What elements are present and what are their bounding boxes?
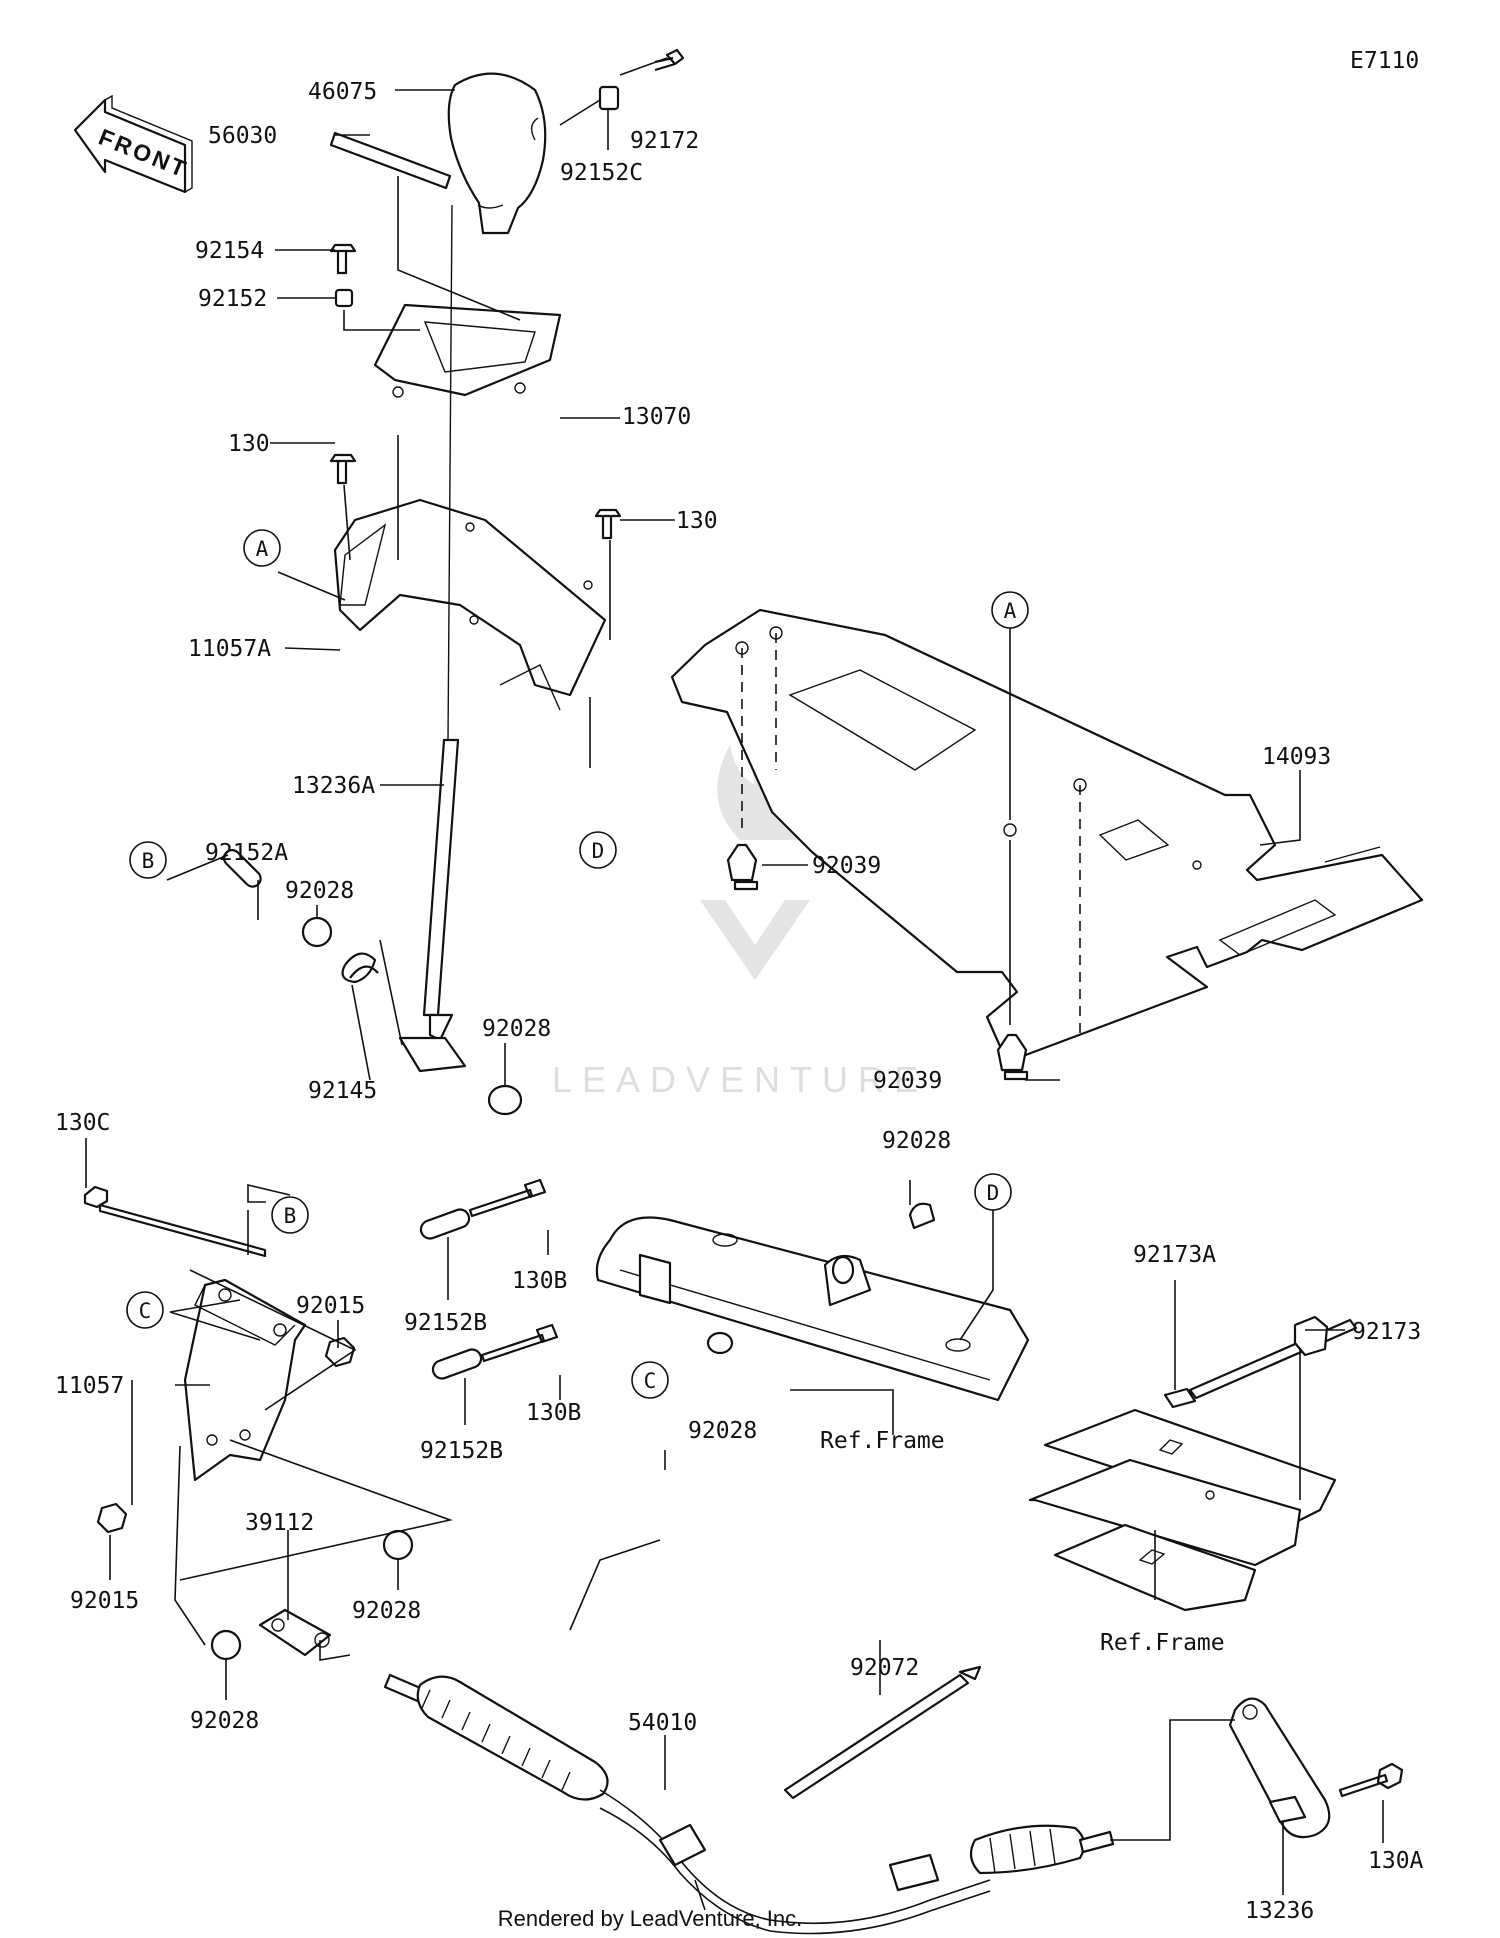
part-label: 92028	[482, 1016, 551, 1042]
part-label: 130A	[1368, 1848, 1424, 1874]
part-label: 13236A	[292, 773, 375, 799]
part-label: 56030	[208, 123, 277, 149]
part-label: 92145	[308, 1078, 377, 1104]
shift-arm-13236	[1228, 1697, 1331, 1839]
shift-cable-54010	[383, 1673, 1115, 1935]
part-label: 92039	[812, 853, 881, 879]
part-label: 130B	[512, 1268, 567, 1294]
part-label: 92173	[1352, 1319, 1421, 1345]
part-label: 92028	[285, 878, 354, 904]
front-arrow-icon: FRONT	[73, 94, 193, 194]
skid-plate-14093	[670, 608, 1424, 1064]
clip-92039-upper	[726, 843, 759, 891]
callout-letter: B	[284, 1204, 297, 1228]
part-label: 11057A	[188, 636, 271, 662]
ref-frame-label: Ref.Frame	[820, 1428, 945, 1454]
callout-letter: C	[139, 1299, 152, 1323]
collar-92152c	[598, 85, 620, 111]
bushing-92028-lower	[487, 1084, 523, 1116]
bushing-92028-frame-c	[706, 1331, 734, 1355]
part-label: 92015	[296, 1293, 365, 1319]
callout-letter: D	[987, 1181, 1000, 1205]
part-label: 92152	[198, 286, 267, 312]
part-label: 92152C	[560, 160, 643, 186]
part-labels: 46075 56030 92172 92152C 92154 92152 130…	[55, 79, 1424, 1924]
collar-92152	[334, 288, 354, 308]
watermark-text: LEADVENTURE	[552, 1059, 928, 1100]
plate-56030	[329, 131, 452, 190]
part-label: 92154	[195, 238, 264, 264]
part-label: 13236	[1245, 1898, 1314, 1924]
bolt-130b-upper	[468, 1178, 547, 1218]
callout-letter: A	[1004, 599, 1017, 623]
cable-tie-92072	[783, 1665, 982, 1800]
part-label: 46075	[308, 79, 377, 105]
callout-markers: A A B B C C D D	[126, 529, 1029, 1399]
diagram-code: E7110	[1350, 48, 1419, 74]
part-label: 92152B	[420, 1438, 503, 1464]
part-label: 130C	[55, 1110, 110, 1136]
callout-letter: A	[256, 537, 269, 561]
part-label: 130	[228, 431, 270, 457]
bolt-130b-lower	[480, 1323, 559, 1363]
part-label: 130B	[526, 1400, 581, 1426]
bushing-92028-d	[210, 1629, 242, 1661]
callout-letter: D	[592, 839, 605, 863]
footer-credit: Rendered by LeadVenture, Inc.	[498, 1906, 803, 1931]
shift-lever-13236a	[398, 738, 467, 1073]
part-label: 92152B	[404, 1310, 487, 1336]
cable-end-39112	[258, 1608, 332, 1657]
nut-92015-right	[324, 1336, 356, 1368]
collar-92152b-upper	[419, 1208, 471, 1240]
part-label: 92172	[630, 128, 699, 154]
part-label: 92028	[352, 1598, 421, 1624]
part-label: 14093	[1262, 744, 1331, 770]
shift-knob	[447, 72, 547, 235]
frame-crossmember	[595, 1202, 1030, 1402]
collar-92152b-lower	[431, 1348, 483, 1380]
bracket-11057	[183, 1278, 307, 1482]
part-label: 54010	[628, 1710, 697, 1736]
ref-frame-label: Ref.Frame	[1100, 1630, 1225, 1656]
callout-letter: B	[142, 849, 155, 873]
clip-92173	[1293, 1315, 1329, 1357]
bushing-92028-upper	[301, 916, 333, 948]
frame-rear	[1028, 1408, 1337, 1612]
part-label: 92015	[70, 1588, 139, 1614]
part-label: 92072	[850, 1655, 919, 1681]
bolt-130-left	[329, 453, 357, 485]
leader-lines	[85, 57, 1384, 1911]
bracket-11057a	[333, 498, 607, 711]
bolt-92154	[329, 243, 357, 275]
nut-92015-left	[96, 1502, 128, 1534]
part-label: 130	[676, 508, 718, 534]
bushing-92028-c	[382, 1529, 414, 1561]
part-label: 92028	[688, 1418, 757, 1444]
part-label: 39112	[245, 1510, 314, 1536]
bushing-92028-frame	[908, 1202, 936, 1230]
bolt-130-right	[594, 508, 622, 540]
part-label: 92028	[882, 1128, 951, 1154]
part-label: 92039	[873, 1068, 942, 1094]
bolt-130a	[1338, 1762, 1404, 1798]
part-label: 92173A	[1133, 1242, 1216, 1268]
bolt-130c	[83, 1185, 267, 1258]
clip-92039-lower	[996, 1033, 1029, 1081]
part-label: 92152A	[205, 840, 288, 866]
callout-letter: C	[644, 1369, 657, 1393]
part-label: 11057	[55, 1373, 124, 1399]
shift-cover-13070	[373, 303, 562, 398]
spring-92145	[341, 952, 379, 984]
part-label: 13070	[622, 404, 691, 430]
part-label: 92028	[190, 1708, 259, 1734]
